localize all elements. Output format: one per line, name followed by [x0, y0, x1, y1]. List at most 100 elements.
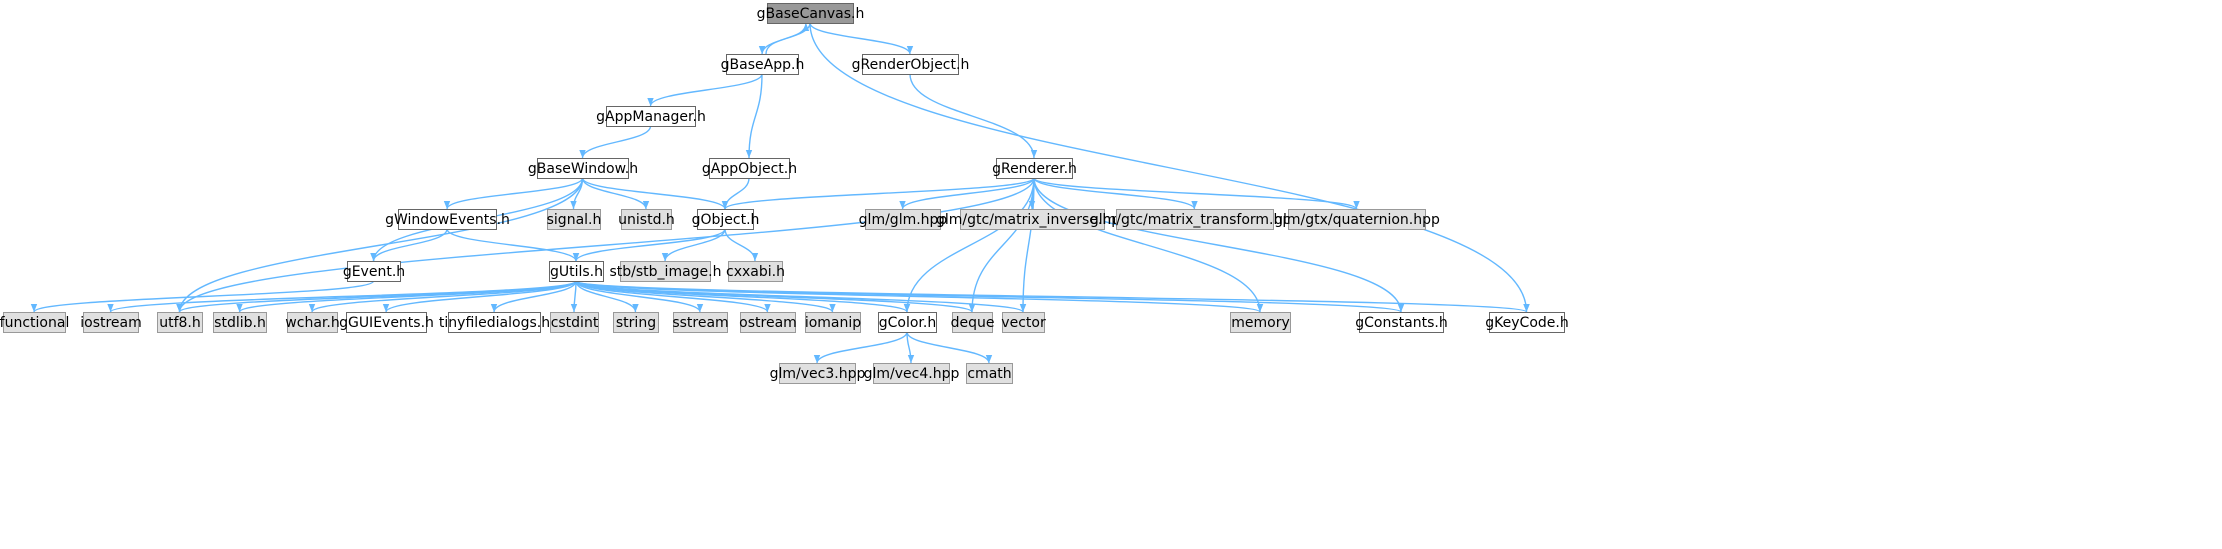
edge-gWindowEvents-to-gEvent: [370, 228, 448, 262]
edge-gUtils-to-utf8: [176, 280, 577, 313]
node-label-gEvent: gEvent.h: [343, 264, 405, 280]
edge-gUtils-to-gKeyCode: [575, 280, 1530, 313]
node-label-ostream: ostream: [739, 315, 797, 331]
node-label-gRenderer: gRenderer.h: [992, 161, 1077, 177]
edge-gBaseCanvas-to-gKeyCode: [809, 22, 1530, 313]
edge-gColor-to-glm_vec4: [906, 331, 915, 364]
node-box-stb: [620, 261, 711, 282]
node-box-gEvent: [347, 261, 401, 282]
edge-gRenderer-to-deque: [968, 177, 1035, 313]
node-box-gBaseApp: [726, 54, 799, 75]
node-label-gAppManager: gAppManager.h: [596, 109, 706, 125]
edge-gObject-to-gUtils: [572, 228, 726, 262]
edge-gObject-to-stb: [661, 228, 726, 262]
node-box-glm_quat: [1288, 209, 1426, 230]
node-box-gConstants: [1359, 312, 1444, 333]
node-gGUIEvents[interactable]: gGUIEvents.h: [339, 312, 434, 333]
node-cmath: cmath: [966, 363, 1013, 384]
node-gKeyCode[interactable]: gKeyCode.h: [1485, 312, 1569, 333]
node-gColor[interactable]: gColor.h: [878, 312, 937, 333]
node-vector: vector: [1001, 312, 1046, 333]
node-gWindowEvents[interactable]: gWindowEvents.h: [385, 209, 510, 230]
node-box-unistd: [621, 209, 672, 230]
node-box-cxxabi: [728, 261, 783, 282]
node-label-gUtils: gUtils.h: [550, 264, 603, 280]
edge-gBaseCanvas-to-gRenderObject: [809, 22, 914, 55]
edge-gUtils-to-string: [575, 280, 639, 313]
node-box-string: [613, 312, 659, 333]
edge-gEvent-to-functional: [30, 280, 375, 313]
node-gRenderer[interactable]: gRenderer.h: [992, 158, 1077, 179]
node-box-tinyfd: [448, 312, 541, 333]
node-label-signal: signal.h: [547, 212, 602, 228]
node-label-gRenderObject: gRenderObject.h: [852, 57, 970, 73]
edge-gBaseApp-to-gBaseCanvas: [765, 22, 810, 55]
node-box-memory: [1230, 312, 1291, 333]
node-gConstants[interactable]: gConstants.h: [1355, 312, 1448, 333]
node-box-gBaseWindow: [537, 158, 629, 179]
edge-gRenderer-to-vector: [1019, 177, 1035, 313]
node-box-cmath: [966, 363, 1013, 384]
node-cxxabi: cxxabi.h: [726, 261, 785, 282]
node-gBaseApp[interactable]: gBaseApp.h: [721, 54, 805, 75]
node-label-string: string: [616, 315, 656, 331]
edge-gBaseApp-to-gAppManager: [647, 73, 763, 107]
edge-gBaseApp-to-gAppObject: [745, 73, 763, 159]
node-box-signal: [547, 209, 601, 230]
node-label-gKeyCode: gKeyCode.h: [1485, 315, 1568, 331]
node-gAppManager[interactable]: gAppManager.h: [596, 106, 706, 127]
node-label-wchar: wchar.h: [285, 315, 339, 331]
edge-gColor-to-glm_vec3: [813, 331, 908, 364]
edge-gColor-to-cmath: [906, 331, 993, 364]
edge-gUtils-to-gGUIEvents: [382, 280, 577, 313]
node-gBaseWindow[interactable]: gBaseWindow.h: [528, 158, 638, 179]
edge-gRenderer-to-gConstants: [1033, 177, 1405, 313]
node-box-ostream: [740, 312, 796, 333]
node-label-stdlib: stdlib.h: [214, 315, 266, 331]
node-gRenderObject[interactable]: gRenderObject.h: [852, 54, 970, 75]
node-gBaseCanvas: gBaseCanvas.h: [757, 3, 864, 24]
node-gEvent[interactable]: gEvent.h: [343, 261, 405, 282]
node-box-gBaseCanvas: [767, 3, 854, 24]
node-label-glm_trans: glm/gtc/matrix_transform.hpp: [1090, 212, 1300, 228]
node-glm_vec4: glm/vec4.hpp: [864, 363, 959, 384]
edge-gWindowEvents-to-gUtils: [446, 228, 580, 262]
node-label-iostream: iostream: [80, 315, 142, 331]
edge-gUtils-to-sstream: [575, 280, 704, 313]
node-box-glm_inv: [960, 209, 1105, 230]
edge-gUtils-to-stdlib: [236, 280, 577, 313]
node-label-iomanip: iomanip: [805, 315, 861, 331]
node-gAppObject[interactable]: gAppObject.h: [702, 158, 797, 179]
node-box-wchar: [287, 312, 338, 333]
node-box-glm_vec4: [873, 363, 950, 384]
node-utf8: utf8.h: [157, 312, 203, 333]
edge-gUtils-to-tinyfd: [490, 280, 577, 313]
node-glm_glm: glm/glm.hpp: [859, 209, 948, 230]
node-box-iomanip: [805, 312, 861, 333]
edge-gUtils-to-gColor: [575, 280, 911, 313]
node-memory: memory: [1230, 312, 1291, 333]
node-label-vector: vector: [1001, 315, 1046, 331]
node-box-functional: [3, 312, 66, 333]
edge-gAppManager-to-gBaseWindow: [579, 125, 652, 159]
node-label-sstream: sstream: [672, 315, 728, 331]
edge-gObject-to-cxxabi: [724, 228, 759, 262]
node-label-glm_vec3: glm/vec3.hpp: [770, 366, 866, 382]
node-box-sstream: [673, 312, 728, 333]
node-label-stb: stb/stb_image.h: [610, 264, 722, 280]
node-gUtils[interactable]: gUtils.h: [549, 261, 604, 282]
node-label-gBaseApp: gBaseApp.h: [721, 57, 805, 73]
node-label-gConstants: gConstants.h: [1355, 315, 1447, 331]
edge-gRenderer-to-glm_trans: [1033, 177, 1198, 210]
node-ostream: ostream: [739, 312, 797, 333]
node-label-gObject: gObject.h: [692, 212, 760, 228]
node-wchar: wchar.h: [285, 312, 340, 333]
node-tinyfd[interactable]: tinyfiledialogs.h: [439, 312, 550, 333]
node-box-gObject: [697, 209, 754, 230]
node-box-gUtils: [549, 261, 604, 282]
node-box-stdlib: [213, 312, 267, 333]
node-gObject[interactable]: gObject.h: [692, 209, 760, 230]
node-label-gWindowEvents: gWindowEvents.h: [385, 212, 510, 228]
node-label-glm_glm: glm/glm.hpp: [859, 212, 948, 228]
node-box-glm_glm: [865, 209, 941, 230]
